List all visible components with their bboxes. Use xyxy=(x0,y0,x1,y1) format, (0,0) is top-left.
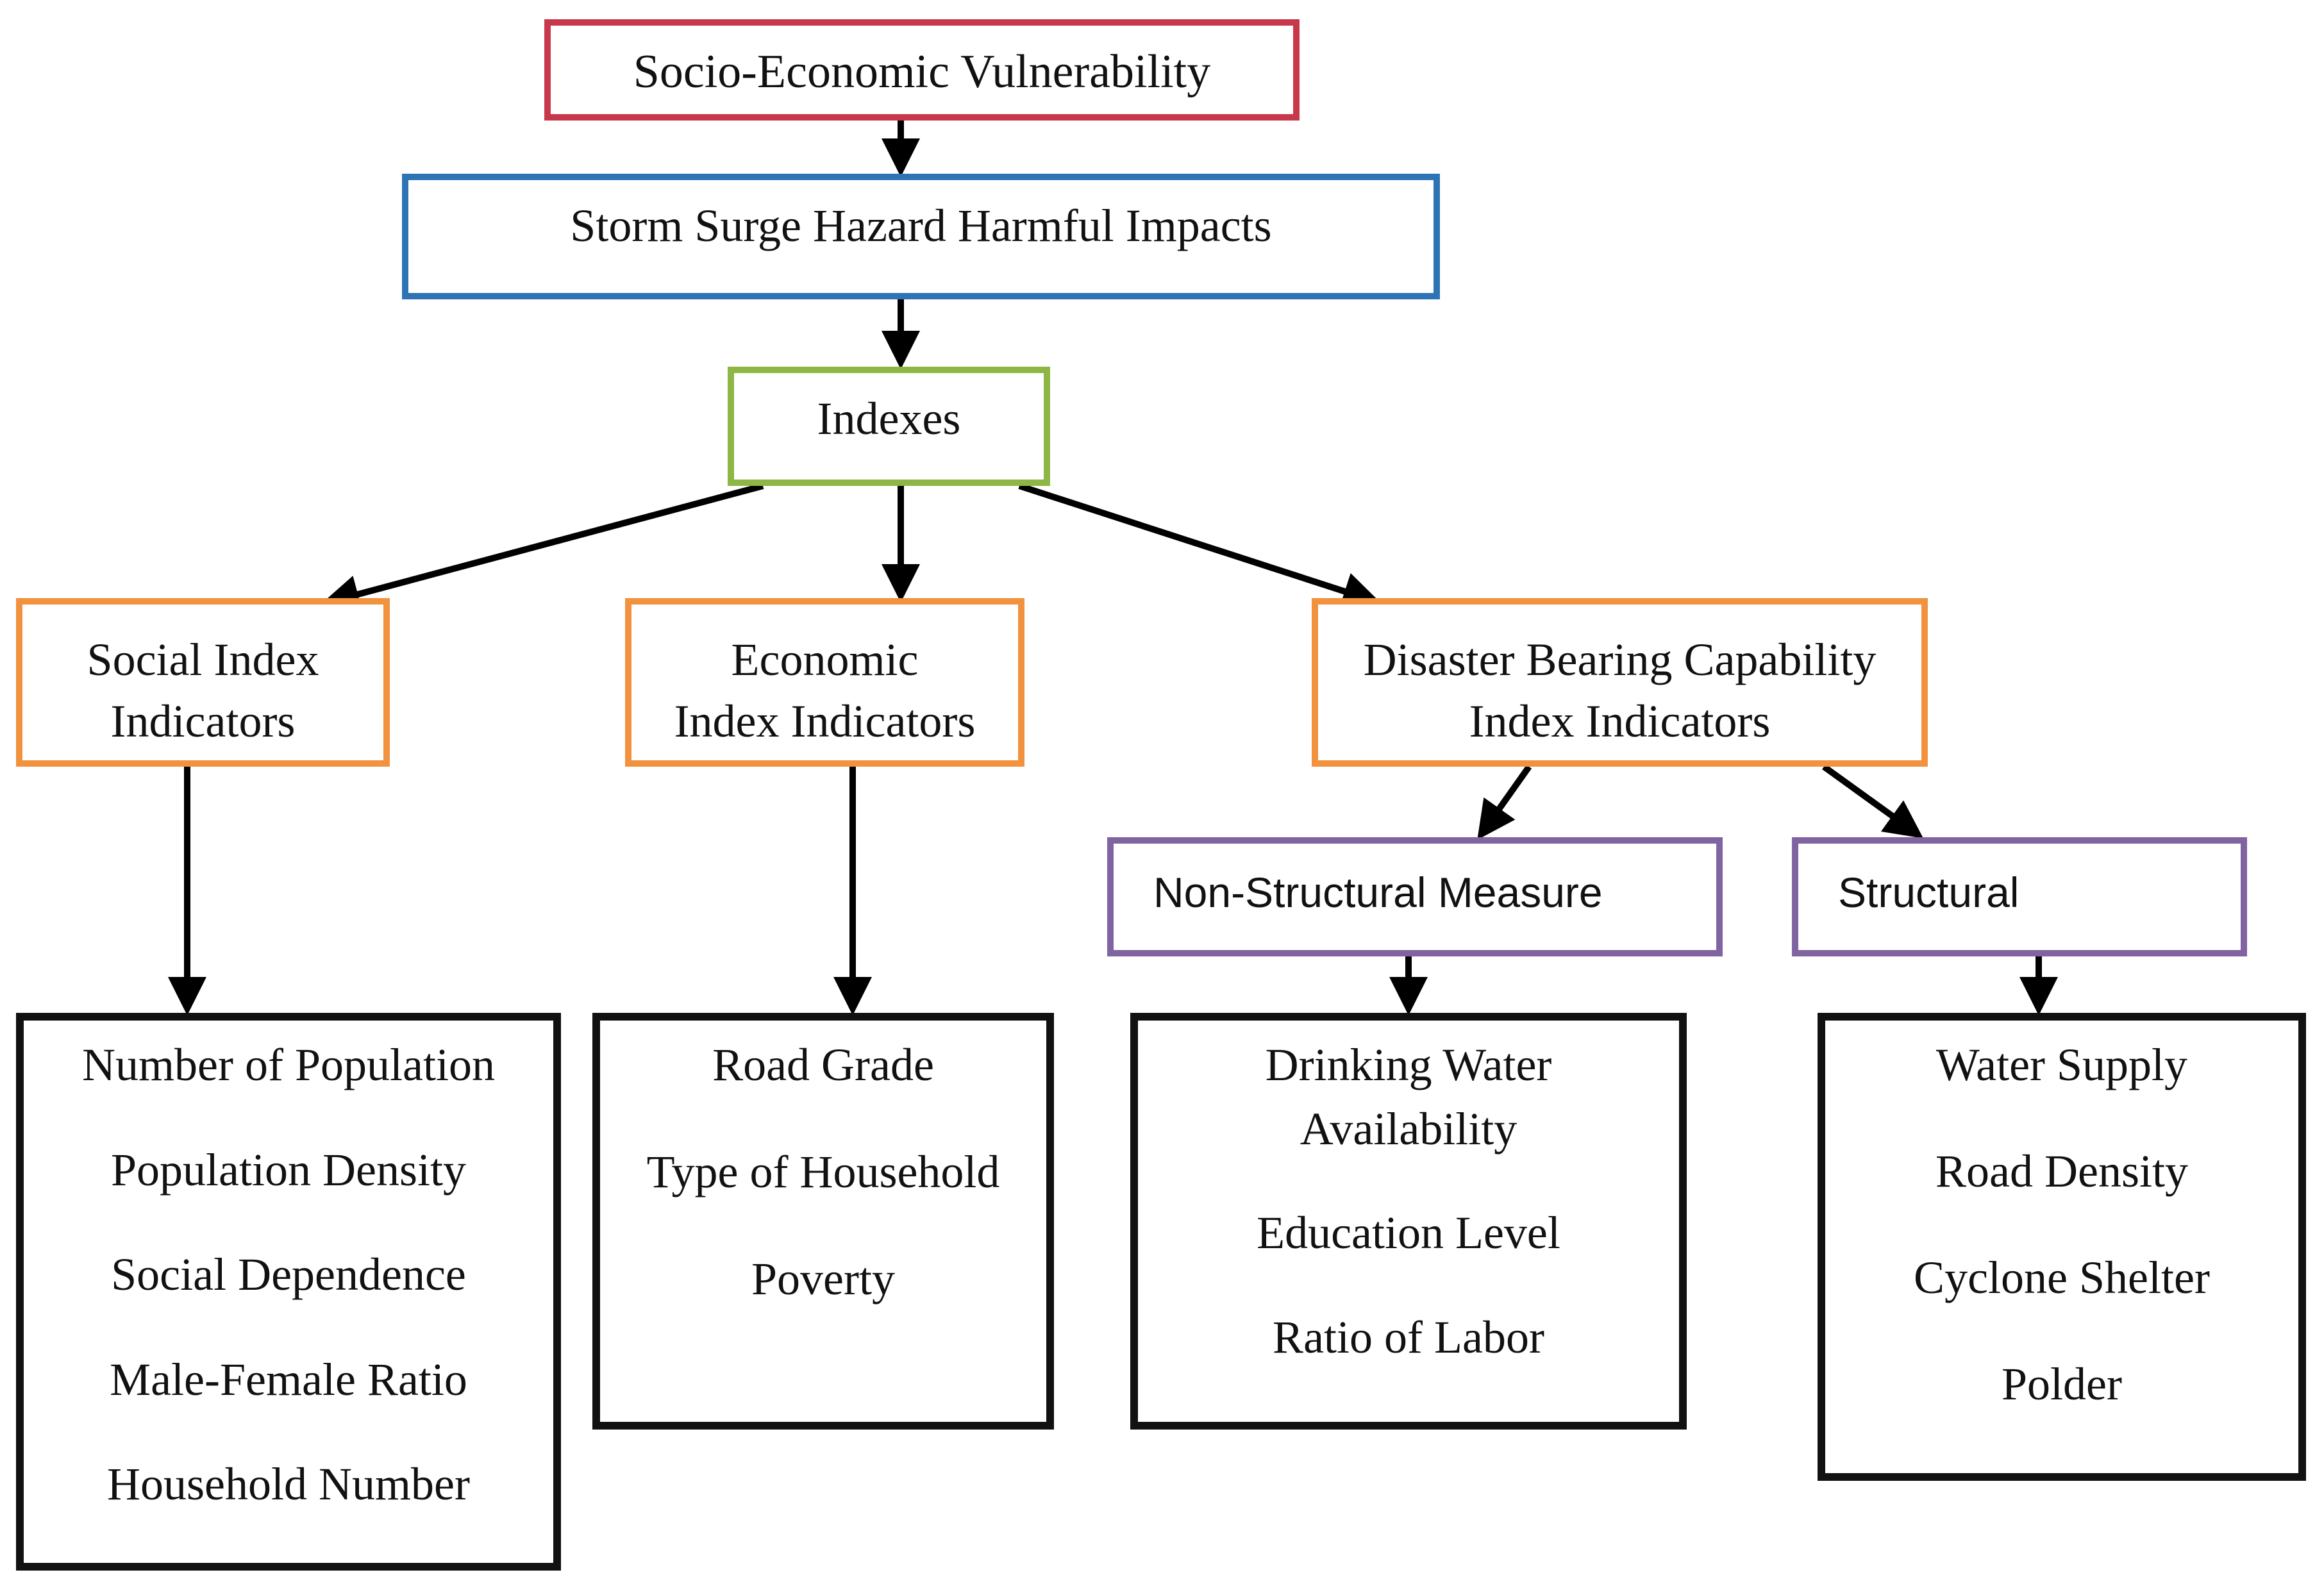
socio-economic-vulnerability-label: Socio-Economic Vulnerability xyxy=(633,46,1211,98)
arrow-disaster-to-nonstructural xyxy=(1477,765,1532,840)
social-indicators-list: Number of Population Population Density … xyxy=(16,1013,561,1571)
disaster-bearing-capability-box: Disaster Bearing Capability Index Indica… xyxy=(1312,598,1928,767)
social-index-indicators-box: Social Index Indicators xyxy=(16,598,390,767)
structural-indicator-item: Polder xyxy=(2002,1358,2122,1410)
economic-indicators-list: Road Grade Type of Household Poverty xyxy=(592,1013,1054,1430)
structural-indicator-item: Road Density xyxy=(1935,1146,2188,1197)
non-structural-indicators-list: Drinking Water Availability Education Le… xyxy=(1130,1013,1687,1430)
non-structural-indicator-item: Education Level xyxy=(1257,1207,1560,1258)
non-structural-measure-label: Non-Structural Measure xyxy=(1153,869,1603,916)
social-indicator-item: Number of Population xyxy=(82,1039,495,1090)
storm-surge-impacts-label: Storm Surge Hazard Harmful Impacts xyxy=(570,200,1272,251)
structural-measure-box: Structural xyxy=(1792,837,2247,956)
social-indicator-item: Social Dependence xyxy=(111,1249,466,1301)
economic-index-label-line-1: Economic xyxy=(731,634,919,685)
indexes-box: Indexes xyxy=(728,367,1050,486)
economic-index-indicators-box: Economic Index Indicators xyxy=(625,598,1024,767)
disaster-bearing-label-line-2: Index Indicators xyxy=(1469,696,1771,747)
structural-indicators-list: Water Supply Road Density Cyclone Shelte… xyxy=(1818,1013,2306,1481)
social-indicator-item: Household Number xyxy=(107,1458,470,1510)
social-indicator-item: Male-Female Ratio xyxy=(110,1353,467,1405)
structural-measure-label: Structural xyxy=(1838,869,2019,916)
economic-indicator-item: Road Grade xyxy=(712,1039,934,1090)
indexes-label: Indexes xyxy=(817,393,961,444)
structural-indicator-item: Water Supply xyxy=(1935,1039,2188,1090)
arrow-indexes-to-disaster xyxy=(1018,483,1382,610)
socio-economic-vulnerability-box: Socio-Economic Vulnerability xyxy=(544,19,1300,121)
non-structural-indicator-item: Ratio of Labor xyxy=(1273,1312,1544,1363)
non-structural-indicator-item: Availability xyxy=(1300,1103,1517,1155)
economic-indicator-item: Type of Household xyxy=(646,1146,1000,1197)
structural-indicator-item: Cyclone Shelter xyxy=(1914,1252,2210,1303)
non-structural-indicator-item: Drinking Water xyxy=(1265,1039,1552,1090)
social-index-label-line-1: Social Index xyxy=(87,634,319,685)
social-index-label-line-2: Indicators xyxy=(110,696,296,747)
arrow-disaster-to-structural xyxy=(1822,763,1924,838)
disaster-bearing-label-line-1: Disaster Bearing Capability xyxy=(1363,634,1877,685)
arrow-indexes-to-social xyxy=(321,483,764,613)
economic-index-label-line-2: Index Indicators xyxy=(674,696,976,747)
economic-indicator-item: Poverty xyxy=(751,1253,895,1305)
non-structural-measure-box: Non-Structural Measure xyxy=(1107,837,1723,956)
social-indicator-item: Population Density xyxy=(111,1144,466,1196)
storm-surge-impacts-box: Storm Surge Hazard Harmful Impacts xyxy=(402,174,1440,299)
